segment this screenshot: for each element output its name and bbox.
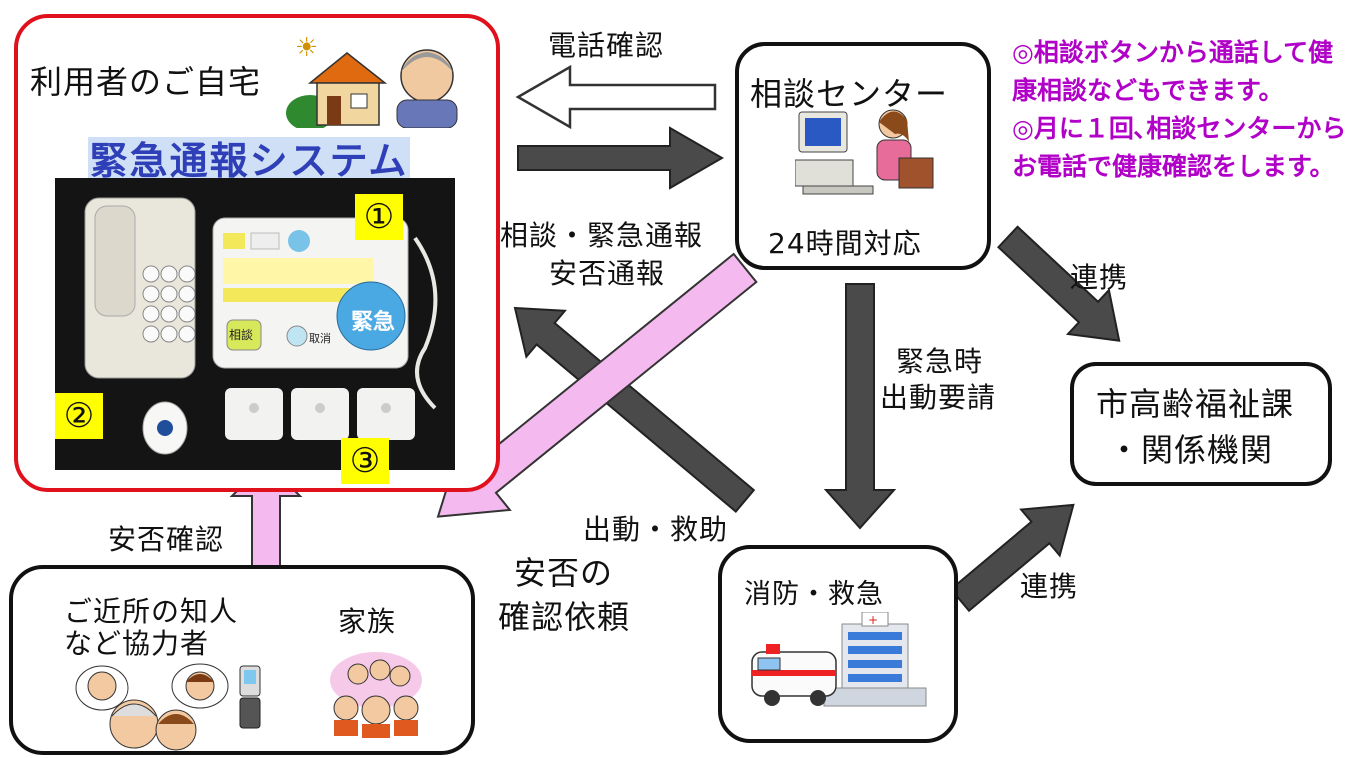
arrow-consult xyxy=(517,126,725,190)
marker-1: ① xyxy=(355,194,403,240)
neighbors-icon xyxy=(72,662,272,752)
helpers-label1: ご近所の知人 xyxy=(64,595,239,628)
ambulance-hospital-icon: + xyxy=(742,611,942,712)
edge-consult-line2: 安否通報 xyxy=(549,257,666,290)
edge-emergency-line1: 緊急時 xyxy=(896,345,984,378)
note-line3: ◎月に１回､相談センターから xyxy=(1012,114,1347,143)
home-title: 利用者のご自宅 xyxy=(30,63,262,101)
arrow-dispatch xyxy=(513,306,756,513)
operator-icon xyxy=(794,98,935,198)
center-title: 相談センター xyxy=(750,75,949,113)
arrow-phone-check xyxy=(515,64,717,130)
family-icon xyxy=(328,650,424,738)
family-label: 家族 xyxy=(338,605,397,638)
edge-emergency-line2: 出動要請 xyxy=(880,381,997,414)
marker-3: ③ xyxy=(341,438,389,484)
center-hours: 24時間対応 xyxy=(768,227,922,260)
note-line4: お電話で健康確認をします。 xyxy=(1012,152,1335,181)
house-icon: ☀ xyxy=(285,28,465,131)
svg-text:+: + xyxy=(868,613,878,627)
service-notes: ◎相談ボタンから通話して健 康相談などもできます。 ◎月に１回､相談センターから… xyxy=(1012,34,1346,186)
system-title: 緊急通報システム xyxy=(88,137,410,185)
device-label-cancel: 取消 xyxy=(309,332,331,345)
fire-title: 消防・救急 xyxy=(744,579,884,610)
arrow-link-city xyxy=(997,225,1121,342)
edge-request-line1: 安否の xyxy=(514,554,614,592)
device-label-emergency: 緊急 xyxy=(351,310,396,335)
note-line1: ◎相談ボタンから通話して健 xyxy=(1012,38,1334,67)
mobile-phone-icon xyxy=(236,664,266,730)
marker-2: ② xyxy=(55,393,103,439)
edge-request-line2: 確認依頼 xyxy=(498,598,631,636)
edge-link-fire: 連携 xyxy=(1020,570,1079,603)
edge-link-city: 連携 xyxy=(1070,261,1129,294)
arrow-emergency-request xyxy=(823,283,897,530)
center-box xyxy=(735,42,991,270)
edge-phone-check: 電話確認 xyxy=(548,29,665,62)
helpers-label2: など協力者 xyxy=(64,627,210,660)
city-box xyxy=(1070,362,1332,486)
edge-safety-check: 安否確認 xyxy=(108,523,225,556)
fire-box xyxy=(718,545,958,743)
city-line2: ・関係機関 xyxy=(1108,431,1274,469)
note-line2: 康相談などもできます。 xyxy=(1012,76,1284,105)
city-line1: 市高齢福祉課 xyxy=(1096,385,1295,423)
device-label-consult: 相談 xyxy=(229,328,254,342)
arrow-link-fire xyxy=(949,503,1075,613)
edge-consult-line1: 相談・緊急通報 xyxy=(500,219,704,252)
edge-dispatch: 出動・救助 xyxy=(583,513,729,546)
svg-text:☀: ☀ xyxy=(295,33,318,63)
